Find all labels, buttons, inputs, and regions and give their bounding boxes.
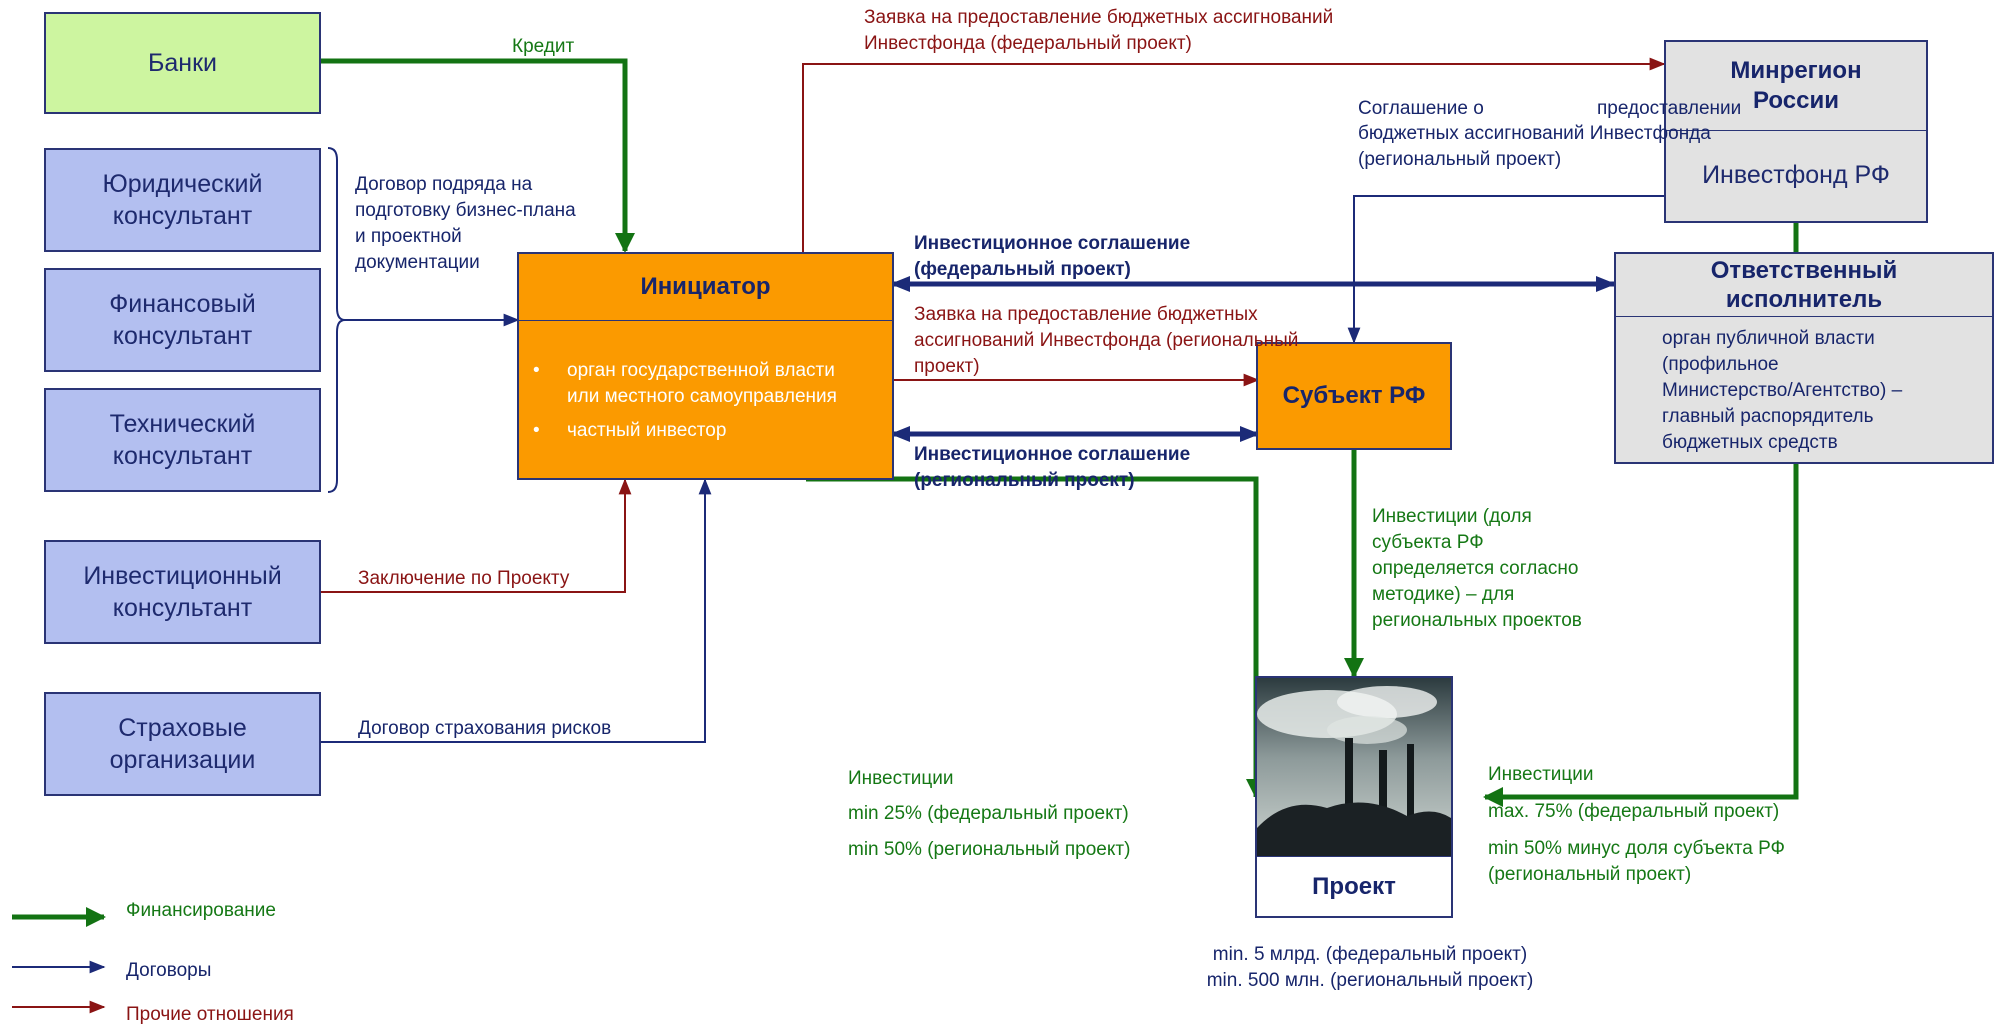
insurance-contract-arrow [319,478,712,743]
initiator-investment-title: Инвестиции [848,768,954,789]
conclusion-arrow [319,478,632,593]
request-federal-arrow [802,57,1666,252]
project-box: Проект [1255,676,1453,918]
legend-financing-label: Финансирование [126,900,276,921]
initiator-box: Инициатор • орган государственной власти… [517,252,894,480]
project-title: Проект [1257,856,1451,917]
fund-financing-arrow [1483,464,1799,807]
consultants-brace [327,147,346,493]
fund-investment-regional: min 50% минус доля субъекта РФ (регионал… [1488,838,1785,885]
subject-box: Субъект РФ [1256,342,1452,450]
legend-other-label: Прочие отношения [126,1004,294,1025]
responsible-body: орган публичной власти (профильное Минис… [1662,328,1903,453]
invest-agreement-federal-label: Инвестиционное соглашение (федеральный п… [914,233,1191,280]
request-regional-label: Заявка на предоставление бюджетных ассиг… [914,304,1299,377]
minregion-box: Минрегион России Инвестфонд РФ [1664,40,1928,223]
contract-label: Договор подряда на подготовку бизнес-пла… [355,174,576,273]
investment-consultant-label: Инвестиционный консультант [83,562,282,622]
fund-investment-federal: max. 75% (федеральный проект) [1488,801,1780,822]
responsible-box: Ответственный исполнитель орган публично… [1614,252,1994,464]
fund-investment-title: Инвестиции [1488,764,1594,785]
minregion-title: Минрегион России [1666,42,1926,131]
insurance-label: Страховые организации [109,714,256,774]
project-image [1257,678,1451,856]
agreement-regional-label-2: предоставлении [1597,98,1742,119]
invest-agreement-regional-label: Инвестиционное соглашение (региональный … [914,444,1191,491]
conclusion-label: Заключение по Проекту [358,568,570,589]
financial-consultant-box: Финансовый консультант [44,268,321,372]
financial-consultant-label: Финансовый консультант [109,290,256,350]
legend-contracts-label: Договоры [126,960,212,981]
technical-consultant-label: Технический консультант [109,410,256,470]
credit-arrow [319,58,635,253]
initiator-financing-arrow [806,476,1266,799]
subject-investment-label: Инвестиции (доля субъекта РФ определяетс… [1372,506,1582,631]
banks-box: Банки [44,12,321,114]
insurance-contract-label: Договор страхования рисков [358,718,612,739]
agreement-regional-arrow [1347,195,1664,344]
request-federal-label: Заявка на предоставление бюджетных ассиг… [864,7,1334,54]
initiator-item-2: • частный инвестор [533,420,727,441]
initiator-investment-regional: min 50% (региональный проект) [848,839,1131,860]
investment-consultant-box: Инвестиционный консультант [44,540,321,644]
initiator-title: Инициатор [519,254,892,321]
project-size-label: min. 5 млрд. (федеральный проект) min. 5… [1206,944,1534,991]
agreement-regional-label-3: бюджетных ассигнований Инвестфонда (реги… [1358,123,1711,170]
banks-label: Банки [147,49,218,77]
invest-fund-label: Инвестфонд РФ [1702,161,1890,189]
credit-label: Кредит [512,36,575,57]
legal-consultant-box: Юридический консультант [44,148,321,252]
initiator-investment-federal: min 25% (федеральный проект) [848,803,1129,824]
agreement-regional-label-1: Соглашение о [1358,98,1484,119]
legal-consultant-label: Юридический консультант [102,170,263,230]
initiator-item-1: • орган государственной власти или местн… [533,360,837,407]
technical-consultant-box: Технический консультант [44,388,321,492]
insurance-box: Страховые организации [44,692,321,796]
responsible-title: Ответственный исполнитель [1616,254,1992,317]
